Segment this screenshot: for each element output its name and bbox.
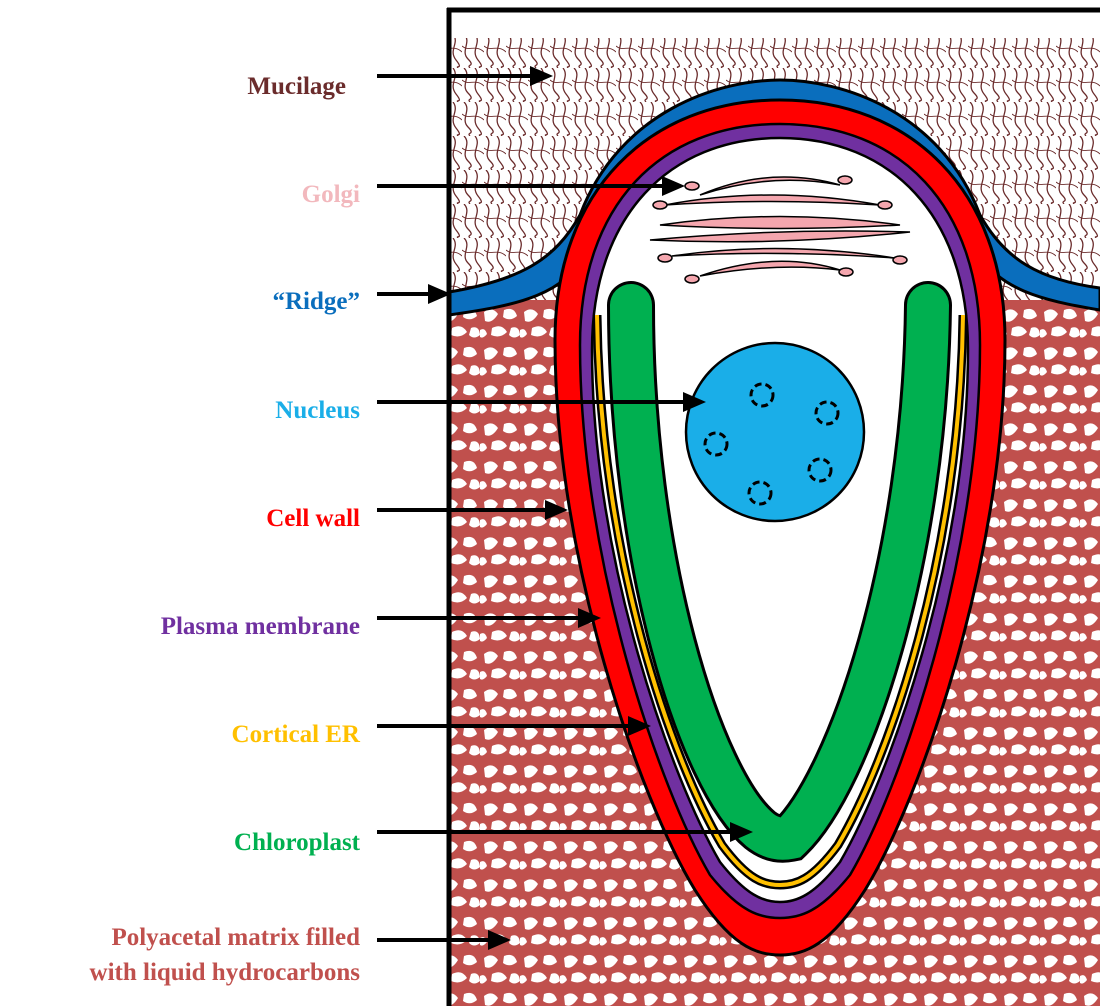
label-golgi: Golgi (302, 181, 360, 208)
label-chloroplast: Chloroplast (234, 829, 361, 856)
label-cell-wall: Cell wall (266, 505, 360, 532)
label-cortical-er: Cortical ER (232, 721, 361, 748)
label-matrix-line1: Polyacetal matrix filled (111, 924, 360, 951)
label-ridge: “Ridge” (273, 288, 361, 315)
nucleus (686, 343, 864, 521)
label-plasma-membrane: Plasma membrane (161, 613, 360, 640)
label-mucilage: Mucilage (247, 73, 346, 100)
label-matrix-line2: with liquid hydrocarbons (90, 959, 361, 986)
label-nucleus: Nucleus (275, 397, 360, 424)
